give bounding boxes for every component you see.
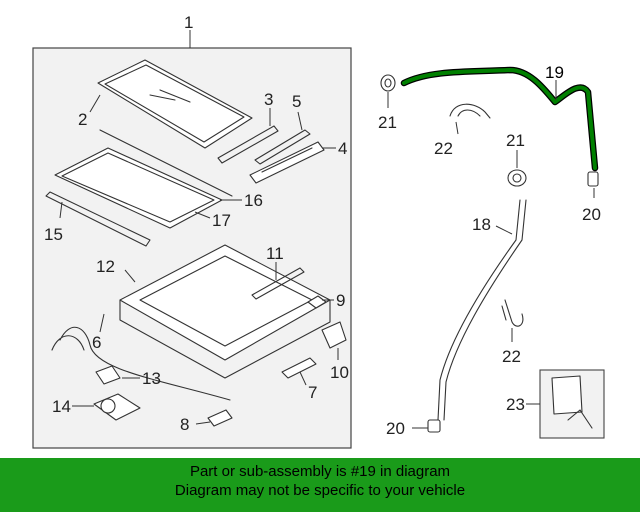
callout-22b: 22	[502, 347, 521, 366]
callout-4: 4	[338, 139, 347, 158]
bracket-part-9	[307, 295, 327, 309]
callout-21b: 21	[506, 131, 525, 150]
drive-cable-part	[51, 326, 231, 401]
callout-2: 2	[78, 110, 87, 129]
rail-part-5	[254, 129, 311, 165]
callout-9: 9	[336, 291, 345, 310]
callout-13: 13	[142, 369, 161, 388]
clip-part-22a	[449, 103, 491, 119]
clip-part-22b	[501, 299, 524, 327]
banner-line-1: Part or sub-assembly is #19 in diagram	[189, 463, 451, 480]
callout-18: 18	[472, 215, 491, 234]
callout-20a: 20	[386, 419, 405, 438]
callout-10: 10	[330, 363, 349, 382]
guide-rail-part-4	[249, 141, 325, 184]
callout-1: 1	[184, 13, 193, 32]
callout-17: 17	[212, 211, 231, 230]
callout-19: 19	[545, 63, 564, 82]
kit-part-23	[539, 369, 605, 439]
drain-hose-part-19	[400, 66, 599, 172]
callout-20b: 20	[582, 205, 601, 224]
glass-panel-part	[97, 59, 253, 149]
connector-part-20b	[587, 171, 599, 187]
info-banner: Part or sub-assembly is #19 in diagram D…	[0, 458, 640, 512]
deflector-strip-part	[217, 125, 279, 164]
callout-6: 6	[92, 333, 101, 352]
seal-strip-part-11	[251, 267, 305, 300]
callout-15: 15	[44, 225, 63, 244]
callout-11: 11	[266, 244, 284, 263]
grommet-part-21a	[380, 74, 396, 92]
bracket-part-7	[281, 357, 317, 379]
banner-line-2: Diagram may not be specific to your vehi…	[174, 482, 466, 499]
switch-part-8	[207, 409, 233, 427]
callout-8: 8	[180, 415, 189, 434]
callout-22a: 22	[434, 139, 453, 158]
callout-14: 14	[52, 397, 71, 416]
callout-21a: 21	[378, 113, 397, 132]
motor-part	[93, 393, 141, 421]
callout-3: 3	[264, 90, 273, 109]
callout-12: 12	[96, 257, 115, 276]
bracket-part-10	[321, 321, 347, 349]
callout-23: 23	[506, 395, 525, 414]
callout-16: 16	[244, 191, 263, 210]
connector-part-20a	[427, 419, 441, 433]
drain-hose-part-18	[437, 199, 527, 421]
callout-5: 5	[292, 92, 301, 111]
grommet-part-21b	[507, 169, 527, 187]
sunshade-part	[54, 129, 233, 229]
rear-bar-part	[45, 191, 151, 247]
parts-diagram: 1 2 3 5 4 17 16 15	[32, 13, 605, 449]
callout-7: 7	[308, 383, 317, 402]
